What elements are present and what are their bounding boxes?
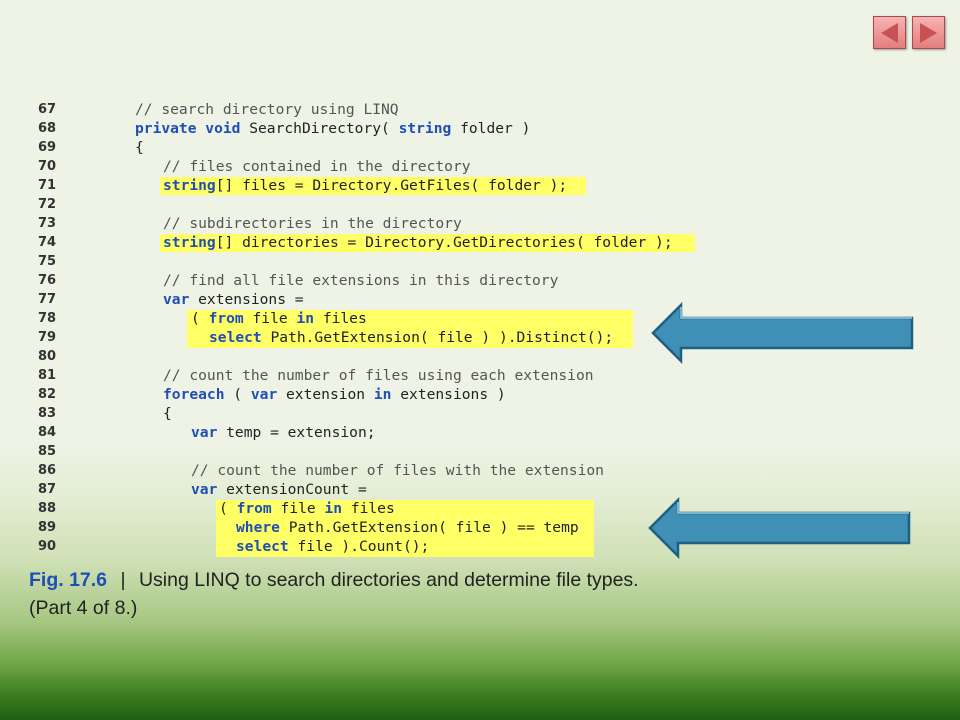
- line-number: 73: [38, 216, 57, 231]
- code-line: 80: [0, 347, 960, 366]
- code-text: string[] directories = Directory.GetDire…: [163, 234, 673, 251]
- code-text: // search directory using LINQ: [135, 101, 399, 118]
- line-number: 81: [38, 368, 57, 383]
- line-number: 84: [38, 425, 57, 440]
- code-line: 82 foreach ( var extension in extensions…: [0, 385, 960, 404]
- line-number: 78: [38, 311, 57, 326]
- code-text: // find all file extensions in this dire…: [163, 272, 559, 289]
- code-text: {: [135, 139, 144, 156]
- code-text: var extensions =: [163, 291, 304, 308]
- code-text: select file ).Count();: [236, 538, 430, 555]
- code-text: ( from file in files: [219, 500, 395, 517]
- highlight-line-71: [160, 177, 586, 195]
- highlight-lines-78-79: [187, 310, 633, 348]
- code-line: 88 ( from file in files: [0, 499, 960, 518]
- code-line: 77 var extensions =: [0, 290, 960, 309]
- line-number: 90: [38, 539, 57, 554]
- code-line: 69 {: [0, 138, 960, 157]
- code-line: 84 var temp = extension;: [0, 423, 960, 442]
- figure-caption: Fig. 17.6 | Using LINQ to search directo…: [29, 566, 639, 622]
- line-number: 88: [38, 501, 57, 516]
- code-text: // count the number of files using each …: [163, 367, 594, 384]
- code-text: // files contained in the directory: [163, 158, 471, 175]
- code-text: foreach ( var extension in extensions ): [163, 386, 506, 403]
- code-line: 68 private void SearchDirectory( string …: [0, 119, 960, 138]
- triangle-left-icon: [881, 22, 898, 43]
- line-number: 76: [38, 273, 57, 288]
- code-text: ( from file in files: [191, 310, 367, 327]
- figure-label: Fig. 17.6: [29, 569, 108, 591]
- line-number: 69: [38, 140, 57, 155]
- code-text: // count the number of files with the ex…: [191, 462, 604, 479]
- line-number: 68: [38, 121, 57, 136]
- code-line: 75: [0, 252, 960, 271]
- code-text: // subdirectories in the directory: [163, 215, 462, 232]
- arrow-left-icon: [651, 302, 914, 364]
- line-number: 79: [38, 330, 57, 345]
- prev-slide-button[interactable]: [873, 16, 906, 49]
- code-line: 89 where Path.GetExtension( file ) == te…: [0, 518, 960, 537]
- line-number: 83: [38, 406, 57, 421]
- code-line: 71 string[] files = Directory.GetFiles( …: [0, 176, 960, 195]
- line-number: 89: [38, 520, 57, 535]
- line-number: 77: [38, 292, 57, 307]
- line-number: 67: [38, 102, 57, 117]
- code-line: 83 {: [0, 404, 960, 423]
- code-text: string[] files = Directory.GetFiles( fol…: [163, 177, 568, 194]
- line-number: 85: [38, 444, 57, 459]
- line-number: 72: [38, 197, 57, 212]
- line-number: 70: [38, 159, 57, 174]
- caption-separator: |: [120, 569, 126, 591]
- next-slide-button[interactable]: [912, 16, 945, 49]
- code-line: 85: [0, 442, 960, 461]
- code-line: 76 // find all file extensions in this d…: [0, 271, 960, 290]
- triangle-right-icon: [920, 22, 937, 43]
- code-line: 72: [0, 195, 960, 214]
- code-line: 81 // count the number of files using ea…: [0, 366, 960, 385]
- code-text: private void SearchDirectory( string fol…: [135, 120, 531, 137]
- code-line: 79 select Path.GetExtension( file ) ).Di…: [0, 328, 960, 347]
- code-line: 67 // search directory using LINQ: [0, 100, 960, 119]
- code-line: 70 // files contained in the directory: [0, 157, 960, 176]
- highlight-line-74: [160, 234, 695, 252]
- code-line: 90 select file ).Count();: [0, 537, 960, 556]
- caption-line-1: Fig. 17.6 | Using LINQ to search directo…: [29, 566, 639, 594]
- line-number: 82: [38, 387, 57, 402]
- line-number: 87: [38, 482, 57, 497]
- code-line: 87 var extensionCount =: [0, 480, 960, 499]
- line-number: 86: [38, 463, 57, 478]
- code-line: 78 ( from file in files: [0, 309, 960, 328]
- code-line: 73 // subdirectories in the directory: [0, 214, 960, 233]
- code-text: {: [163, 405, 172, 422]
- caption-part: (Part 4 of 8.): [29, 597, 138, 619]
- caption-text: Using LINQ to search directories and det…: [138, 569, 639, 591]
- code-text: select Path.GetExtension( file ) ).Disti…: [209, 329, 614, 346]
- code-text: var extensionCount =: [191, 481, 367, 498]
- line-number: 80: [38, 349, 57, 364]
- code-line: 74 string[] directories = Directory.GetD…: [0, 233, 960, 252]
- arrow-left-icon: [648, 497, 911, 559]
- highlight-lines-88-90: [216, 500, 594, 557]
- line-number: 75: [38, 254, 57, 269]
- code-line: 86 // count the number of files with the…: [0, 461, 960, 480]
- code-text: where Path.GetExtension( file ) == temp: [236, 519, 579, 536]
- line-number: 71: [38, 178, 57, 193]
- line-number: 74: [38, 235, 57, 250]
- code-text: var temp = extension;: [191, 424, 376, 441]
